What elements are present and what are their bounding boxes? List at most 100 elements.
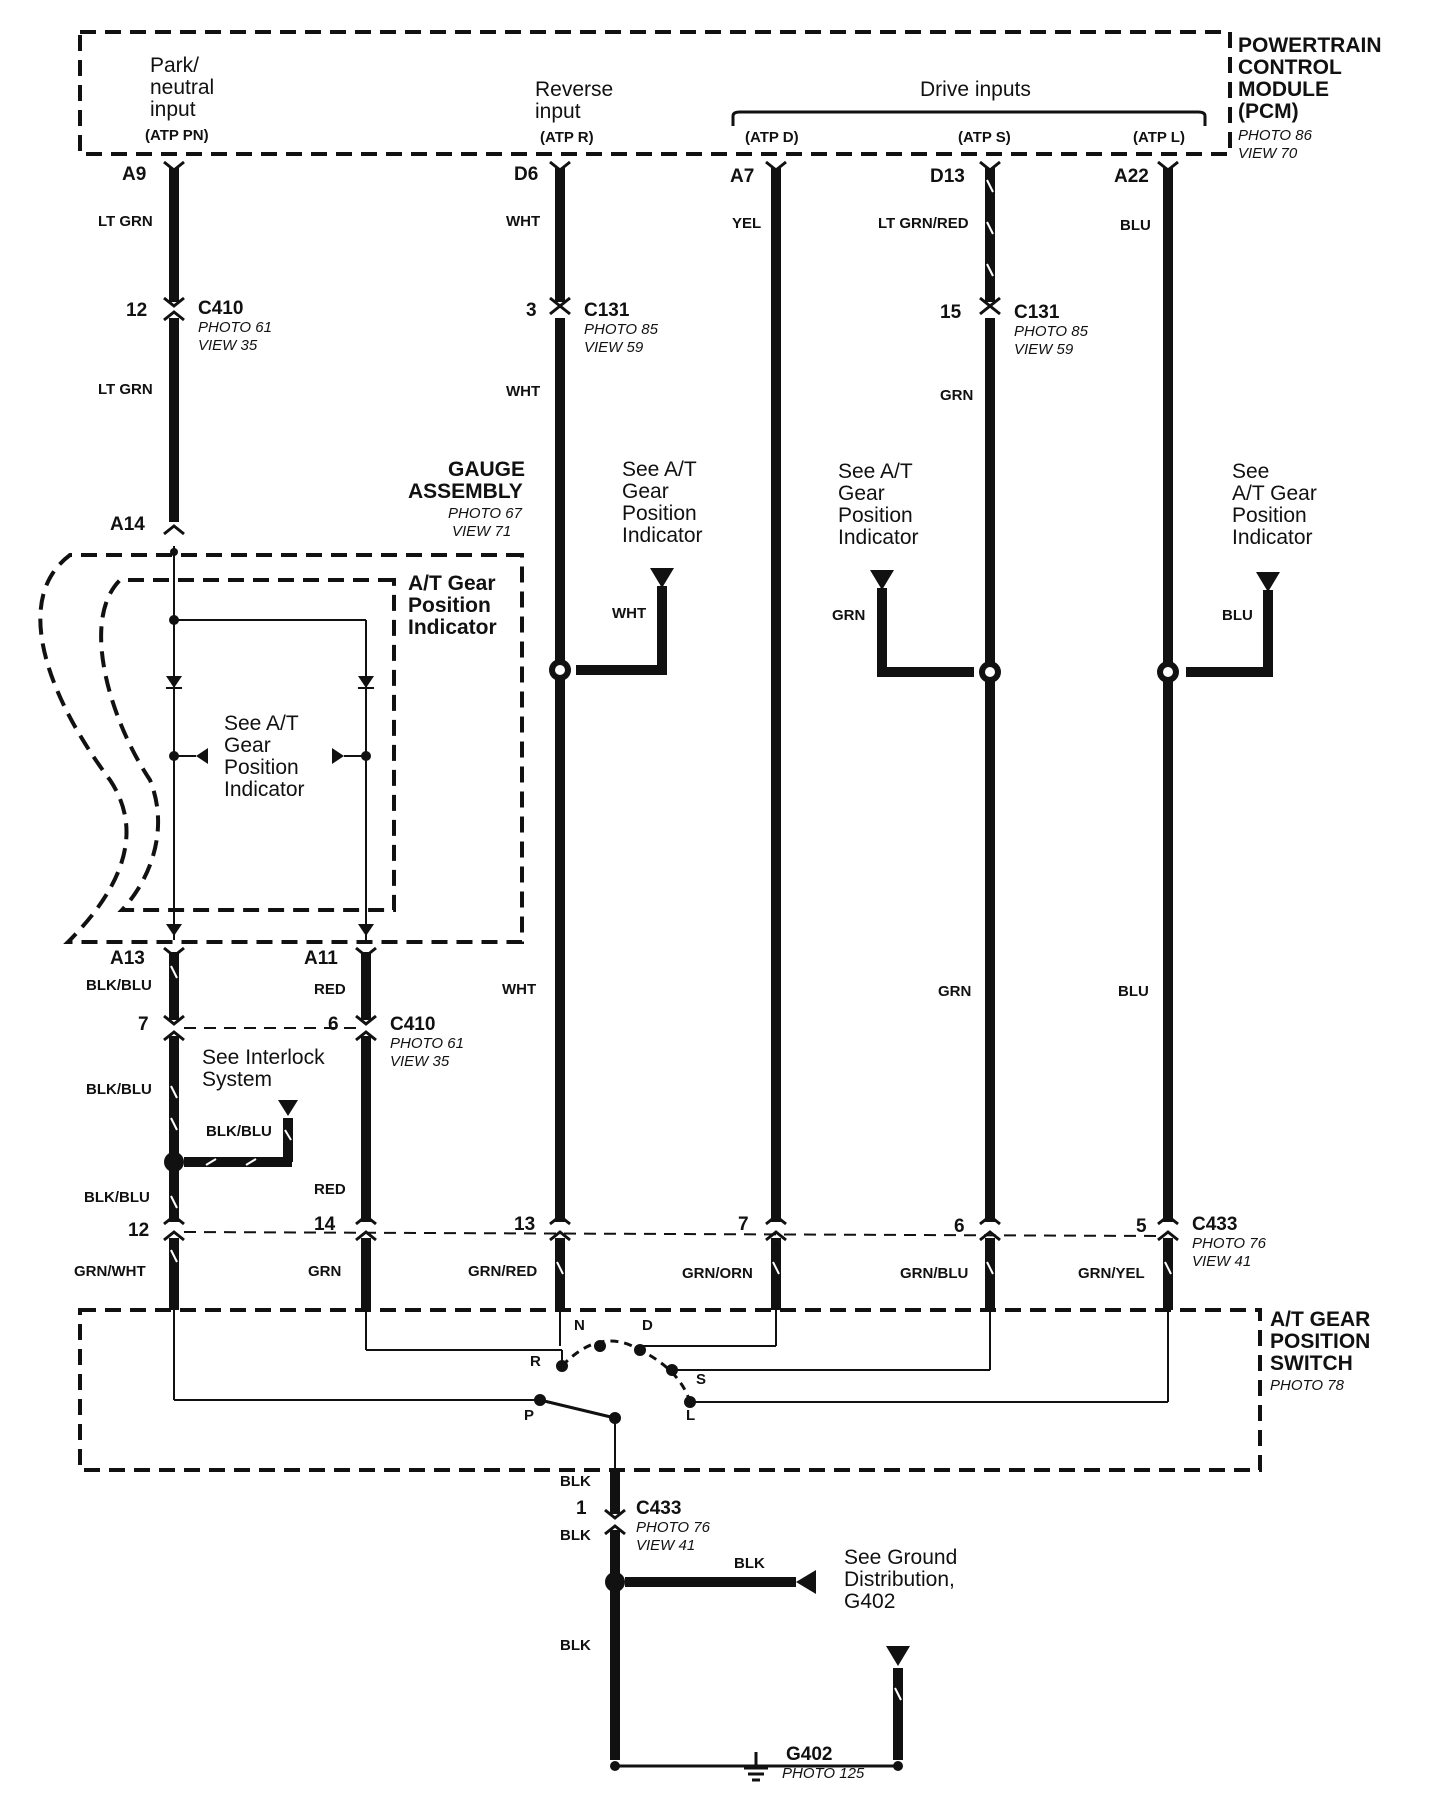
svg-text:See A/T: See A/T	[622, 458, 697, 481]
g402-label: G402 PHOTO 125	[782, 1744, 865, 1782]
grn-indicator-branch	[870, 570, 974, 677]
svg-text:PHOTO 61: PHOTO 61	[390, 1035, 464, 1052]
gauge-assembly-box	[38, 553, 524, 944]
svg-text:VIEW 59: VIEW 59	[1014, 341, 1074, 358]
svg-text:PHOTO 61: PHOTO 61	[198, 319, 272, 336]
wire-label-grn-3: GRN	[832, 607, 865, 624]
svg-text:Reverse: Reverse	[535, 78, 613, 101]
c433-lower-label: C433 PHOTO 76 VIEW 41	[636, 1498, 711, 1554]
svg-text:System: System	[202, 1068, 272, 1091]
svg-text:VIEW 41: VIEW 41	[1192, 1253, 1251, 1270]
see-ground-distribution: See Ground Distribution, G402	[844, 1546, 957, 1613]
see-gear-indicator-wht: See A/T Gear Position Indicator	[622, 458, 703, 547]
svg-text:Gear: Gear	[224, 734, 271, 757]
svg-text:PHOTO 67: PHOTO 67	[448, 505, 523, 522]
svg-text:PHOTO 125: PHOTO 125	[782, 1765, 865, 1782]
drive-inputs-brace	[731, 110, 1207, 126]
wire-label-wht-1: WHT	[506, 213, 540, 230]
pcm-box	[78, 30, 1232, 156]
gear-switch-box	[78, 1308, 1262, 1472]
drive-inputs-label: Drive inputs	[920, 78, 1031, 101]
c433-link	[183, 1231, 1161, 1237]
switch-pos-n: N	[574, 1317, 585, 1334]
svg-text:C410: C410	[390, 1014, 435, 1035]
c433-pin-13: 13	[514, 1214, 535, 1235]
svg-text:ASSEMBLY: ASSEMBLY	[408, 480, 523, 503]
wire-label-wht-4: WHT	[612, 605, 646, 622]
wire-label-grn-yel: GRN/YEL	[1078, 1265, 1145, 1282]
wire-label-blk-blu-2: BLK/BLU	[86, 1081, 152, 1098]
wire-label-blk-4: BLK	[560, 1637, 591, 1654]
svg-text:PHOTO 86: PHOTO 86	[1238, 127, 1313, 144]
wire-label-wht-3: WHT	[502, 981, 536, 998]
c131-left-label: C131 PHOTO 85 VIEW 59	[584, 300, 659, 356]
wire-label-blk-blu-4: BLK/BLU	[84, 1189, 150, 1206]
svg-text:Position: Position	[838, 504, 913, 527]
wire-label-grn-2: GRN	[938, 983, 971, 1000]
svg-text:POWERTRAIN: POWERTRAIN	[1238, 34, 1382, 57]
wire-label-red-2: RED	[314, 1181, 346, 1198]
pin-a13: A13	[110, 948, 145, 969]
gear-switch-title: A/T GEAR POSITION SWITCH PHOTO 78	[1270, 1308, 1370, 1394]
svg-text:SWITCH: SWITCH	[1270, 1352, 1353, 1375]
c433-pin-14: 14	[314, 1214, 336, 1235]
svg-text:Position: Position	[224, 756, 299, 779]
wire-label-lt-grn-1: LT GRN	[98, 213, 153, 230]
gear-switch-contacts	[173, 1310, 1169, 1424]
wire-red	[355, 946, 377, 1226]
pcm-title: POWERTRAIN CONTROL MODULE (PCM) PHOTO 86…	[1238, 34, 1382, 162]
c433-pin-7: 7	[738, 1214, 749, 1235]
pin-d13: D13	[930, 166, 965, 187]
wire-label-blu-1: BLU	[1120, 217, 1151, 234]
svg-text:Gear: Gear	[622, 480, 669, 503]
pin-a11: A11	[304, 948, 338, 969]
pcm-reverse-label: Reverse input (ATP R)	[535, 78, 613, 146]
switch-pos-l: L	[686, 1407, 695, 1424]
switch-pos-d: D	[642, 1317, 653, 1334]
wire-label-lt-grn-red: LT GRN/RED	[878, 215, 969, 232]
lower-wires	[163, 1230, 1179, 1310]
gear-indicator-internal-circuit	[166, 546, 374, 940]
wire-label-grn-red: GRN/RED	[468, 1263, 537, 1280]
svg-text:See A/T: See A/T	[224, 712, 299, 735]
svg-text:C131: C131	[1014, 302, 1060, 323]
wire-label-lt-grn-2: LT GRN	[98, 381, 153, 398]
svg-text:neutral: neutral	[150, 76, 214, 99]
svg-text:A/T Gear: A/T Gear	[408, 572, 496, 595]
svg-text:Position: Position	[408, 594, 491, 617]
svg-text:input: input	[150, 98, 196, 121]
svg-text:Indicator: Indicator	[408, 616, 497, 639]
c410-pin-6: 6	[328, 1014, 339, 1035]
c410-lower-label: C410 PHOTO 61 VIEW 35	[390, 1014, 464, 1070]
svg-text:VIEW 70: VIEW 70	[1238, 145, 1298, 162]
wire-label-blk-blu-1: BLK/BLU	[86, 977, 152, 994]
pin-d6: D6	[514, 164, 538, 185]
c410-upper-label: C410 PHOTO 61 VIEW 35	[198, 298, 272, 354]
svg-text:Park/: Park/	[150, 54, 199, 77]
gauge-assembly-label: GAUGE ASSEMBLY PHOTO 67 VIEW 71	[408, 458, 525, 540]
svg-text:PHOTO 76: PHOTO 76	[1192, 1235, 1267, 1252]
gear-indicator-box	[99, 578, 396, 912]
svg-text:C131: C131	[584, 300, 630, 321]
svg-text:Distribution,: Distribution,	[844, 1568, 955, 1591]
c433-pin-12: 12	[128, 1220, 149, 1241]
svg-text:PHOTO 85: PHOTO 85	[1014, 323, 1089, 340]
c433-pin-5: 5	[1136, 1216, 1147, 1237]
svg-text:A/T Gear: A/T Gear	[1232, 482, 1317, 505]
c433-pin-6: 6	[954, 1216, 965, 1237]
svg-text:(ATP R): (ATP R)	[540, 129, 594, 146]
svg-text:(PCM): (PCM)	[1238, 100, 1299, 123]
svg-text:See A/T: See A/T	[838, 460, 913, 483]
svg-text:Indicator: Indicator	[622, 524, 703, 547]
svg-text:VIEW 41: VIEW 41	[636, 1537, 695, 1554]
wire-label-grn-blu: GRN/BLU	[900, 1265, 968, 1282]
svg-text:input: input	[535, 100, 581, 123]
pcm-park-neutral-label: Park/ neutral input (ATP PN)	[145, 54, 214, 144]
c131-pin-3: 3	[526, 300, 537, 321]
svg-text:Indicator: Indicator	[838, 526, 919, 549]
wire-label-yel: YEL	[732, 215, 761, 232]
wire-blk-ground	[604, 1418, 910, 1782]
svg-text:GAUGE: GAUGE	[448, 458, 525, 481]
pin-a9: A9	[122, 164, 146, 185]
